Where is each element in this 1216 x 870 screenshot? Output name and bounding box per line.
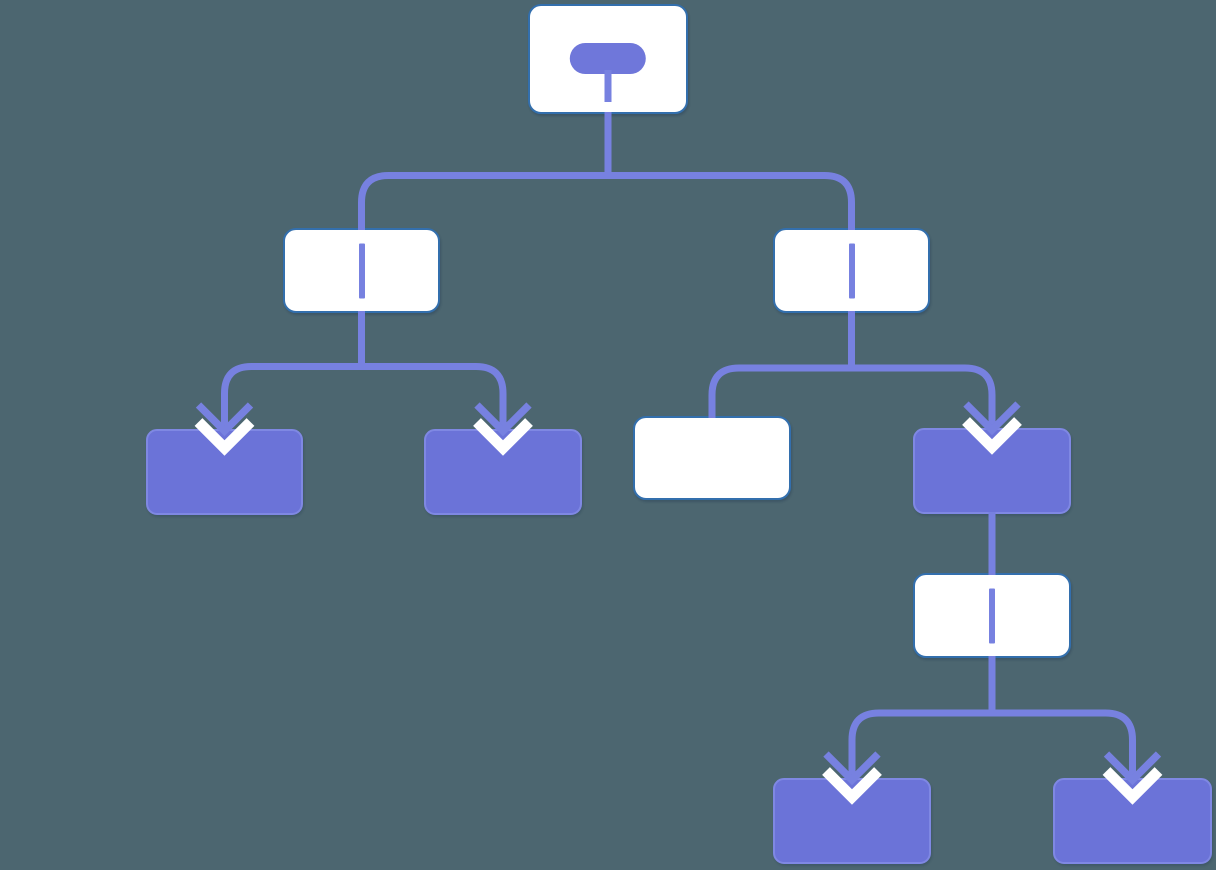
pill-icon <box>569 43 647 74</box>
connector-line <box>848 311 996 430</box>
node-drop-left-1[interactable] <box>146 429 303 515</box>
node-branch-right[interactable] <box>773 228 930 313</box>
connector-line <box>358 112 612 230</box>
node-drop-right[interactable] <box>913 428 1071 514</box>
drop-arrow-icon <box>823 751 881 786</box>
node-branch-left[interactable] <box>283 228 440 313</box>
node-root[interactable] <box>528 4 688 114</box>
connector-line <box>221 311 365 431</box>
drop-arrow-icon <box>963 401 1021 436</box>
drop-arrow-icon <box>195 402 254 437</box>
node-drop-left-2[interactable] <box>424 429 582 515</box>
vertical-bar-icon <box>989 587 995 644</box>
connector-line <box>708 311 855 418</box>
connector-line <box>358 311 507 431</box>
node-plain-right[interactable] <box>633 416 791 500</box>
drop-arrow-icon <box>474 402 532 437</box>
node-branch-bottom[interactable] <box>913 573 1071 658</box>
connector-line <box>604 112 855 230</box>
vertical-bar-icon <box>358 242 365 299</box>
drop-arrow-icon <box>1103 751 1162 786</box>
connector-line <box>848 656 996 780</box>
node-drop-bottom-2[interactable] <box>1053 778 1212 864</box>
pill-stem-icon <box>604 69 612 103</box>
connector-line <box>988 656 1136 780</box>
vertical-bar-icon <box>848 242 855 299</box>
node-drop-bottom-1[interactable] <box>773 778 931 864</box>
